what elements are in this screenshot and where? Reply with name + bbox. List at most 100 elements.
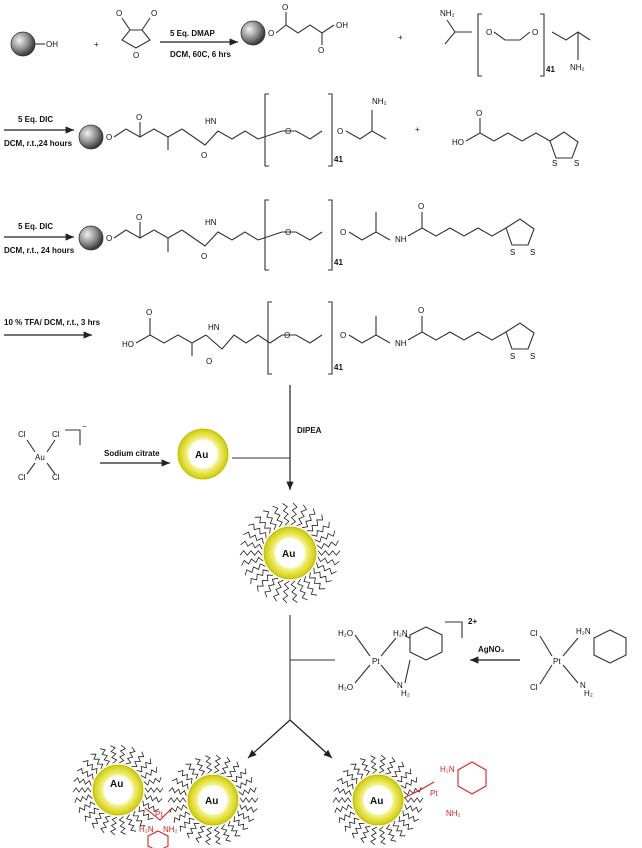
ligand-chain xyxy=(144,794,163,803)
svg-text:S: S xyxy=(574,159,579,168)
svg-text:NH: NH xyxy=(395,339,407,348)
charge-2plus: 2+ xyxy=(468,617,477,626)
condition-step-3: DCM, r.t., 24 hours xyxy=(4,246,75,255)
ligand-chain xyxy=(385,824,397,842)
svg-text:Au: Au xyxy=(370,796,383,807)
svg-text:O: O xyxy=(282,3,288,12)
svg-text:S: S xyxy=(510,248,515,257)
ligand-chain xyxy=(243,531,264,544)
lipoic-acid: HO O S S xyxy=(452,109,579,168)
ligand-chain xyxy=(143,776,162,786)
ligand-chain xyxy=(213,754,221,774)
ligand-chain xyxy=(90,753,104,770)
ligand-chain xyxy=(205,755,213,774)
ligand-chain xyxy=(110,816,118,836)
svg-text:O: O xyxy=(340,331,346,340)
ligand-chain xyxy=(297,578,308,601)
svg-text:Cl: Cl xyxy=(530,629,538,638)
svg-text:S: S xyxy=(510,352,515,361)
ligand-chain xyxy=(302,508,316,529)
resin-bead xyxy=(240,20,266,46)
ligand-chain xyxy=(167,797,187,803)
ligand-chain xyxy=(110,745,118,764)
ligand-chain xyxy=(254,516,271,534)
reagent-dmap: 5 Eq. DMAP xyxy=(170,29,216,38)
ligand-chain xyxy=(290,580,298,603)
branch-arrow-left xyxy=(247,719,291,759)
ligand-chain xyxy=(404,797,424,803)
svg-text:41: 41 xyxy=(546,65,555,74)
svg-text:O: O xyxy=(318,46,324,55)
condition-step-2: DCM, r.t.,24 hours xyxy=(4,139,73,148)
ligand-chain xyxy=(400,777,418,789)
pt-attached: Pt H₂N NH₂ xyxy=(403,761,487,818)
ligand-chain xyxy=(378,826,386,845)
ligand-chain xyxy=(392,820,406,837)
ligand-chain xyxy=(74,794,93,804)
svg-text:H₂: H₂ xyxy=(401,689,410,698)
svg-text:41: 41 xyxy=(334,363,343,372)
svg-text:Pt: Pt xyxy=(430,789,438,798)
platinum-activation: H₂O H₂O Pt H₂N N H₂ 2+ AgNO₃ Cl Cl Pt H₂… xyxy=(247,615,627,759)
svg-text:O: O xyxy=(418,306,424,315)
ligand-chain xyxy=(173,811,191,823)
svg-text:O: O xyxy=(476,109,482,118)
row-3: 5 Eq. DIC DCM, r.t., 24 hours O O O HN O… xyxy=(4,199,535,271)
svg-text:H₂O: H₂O xyxy=(338,629,353,638)
ligand-chain xyxy=(169,804,188,814)
ligand-chain xyxy=(333,787,352,796)
ligand-chain xyxy=(398,816,414,831)
functionalized-nanoparticle: Au xyxy=(239,502,341,604)
product-monolayer: Au Pt H₂N NH₂ xyxy=(332,754,487,846)
svg-text:O: O xyxy=(337,127,343,136)
svg-text:N: N xyxy=(580,681,586,690)
reagent-dipea: DIPEA xyxy=(297,426,322,435)
row-1: OH + O O O 5 Eq. DMAP DCM, 60C, 6 hrs O … xyxy=(10,3,591,77)
ligand-chain xyxy=(144,787,164,793)
ligand-chain xyxy=(316,540,339,550)
plus-sign: + xyxy=(398,33,403,42)
svg-text:O: O xyxy=(418,202,424,211)
ligand-chain xyxy=(396,768,412,783)
ligand-chain xyxy=(316,562,337,575)
ligand-chain xyxy=(73,777,92,786)
ligand-chain xyxy=(360,825,371,844)
svg-text:O: O xyxy=(532,28,538,37)
ligand-chain xyxy=(385,756,396,775)
svg-text:S: S xyxy=(530,352,535,361)
ligand-chain xyxy=(231,768,247,783)
ligand-chain xyxy=(138,806,154,821)
ligand-chain xyxy=(338,811,356,823)
ligand-chain xyxy=(186,822,200,839)
ligand-chain xyxy=(263,510,277,531)
reagent-dic: 5 Eq. DIC xyxy=(18,222,53,231)
ligand-chain xyxy=(118,744,126,764)
aucl4-anion: Cl Cl Au Cl Cl − xyxy=(18,422,87,482)
ligand-chain xyxy=(350,763,364,780)
ligand-chain xyxy=(136,758,152,773)
pt-bridge: Pt H₂N NH₂ xyxy=(139,807,178,848)
condition-step-4: 10 % TFA/ DCM, r.t., 3 hrs xyxy=(4,318,101,327)
svg-text:N: N xyxy=(397,681,403,690)
ligand-chain xyxy=(91,812,105,829)
diamine-peg: NH₂ O O 41 NH₂ xyxy=(440,9,591,77)
ligand-chain xyxy=(370,826,378,846)
reagent-agno3: AgNO₃ xyxy=(478,645,505,654)
ligand-chain xyxy=(177,769,193,784)
ligand-chain xyxy=(307,514,324,532)
ligand-chain xyxy=(256,574,273,592)
row-2: 5 Eq. DIC DCM, r.t.,24 hours O O O HN O … xyxy=(4,93,579,168)
hydroxyl-label: OH xyxy=(46,40,58,49)
ligand-chain xyxy=(235,777,253,789)
svg-text:Pt: Pt xyxy=(155,810,163,819)
ligand-chain xyxy=(100,815,111,834)
svg-text:O: O xyxy=(146,308,152,317)
ligand-chain xyxy=(239,804,258,813)
svg-text:O: O xyxy=(133,51,139,60)
ligand-chain xyxy=(238,786,257,796)
svg-text:HO: HO xyxy=(452,138,464,147)
ligand-chain xyxy=(194,758,206,776)
ligand-chain xyxy=(342,769,358,784)
svg-text:H₂N: H₂N xyxy=(440,765,455,774)
reagent-dic: 5 Eq. DIC xyxy=(18,115,53,124)
